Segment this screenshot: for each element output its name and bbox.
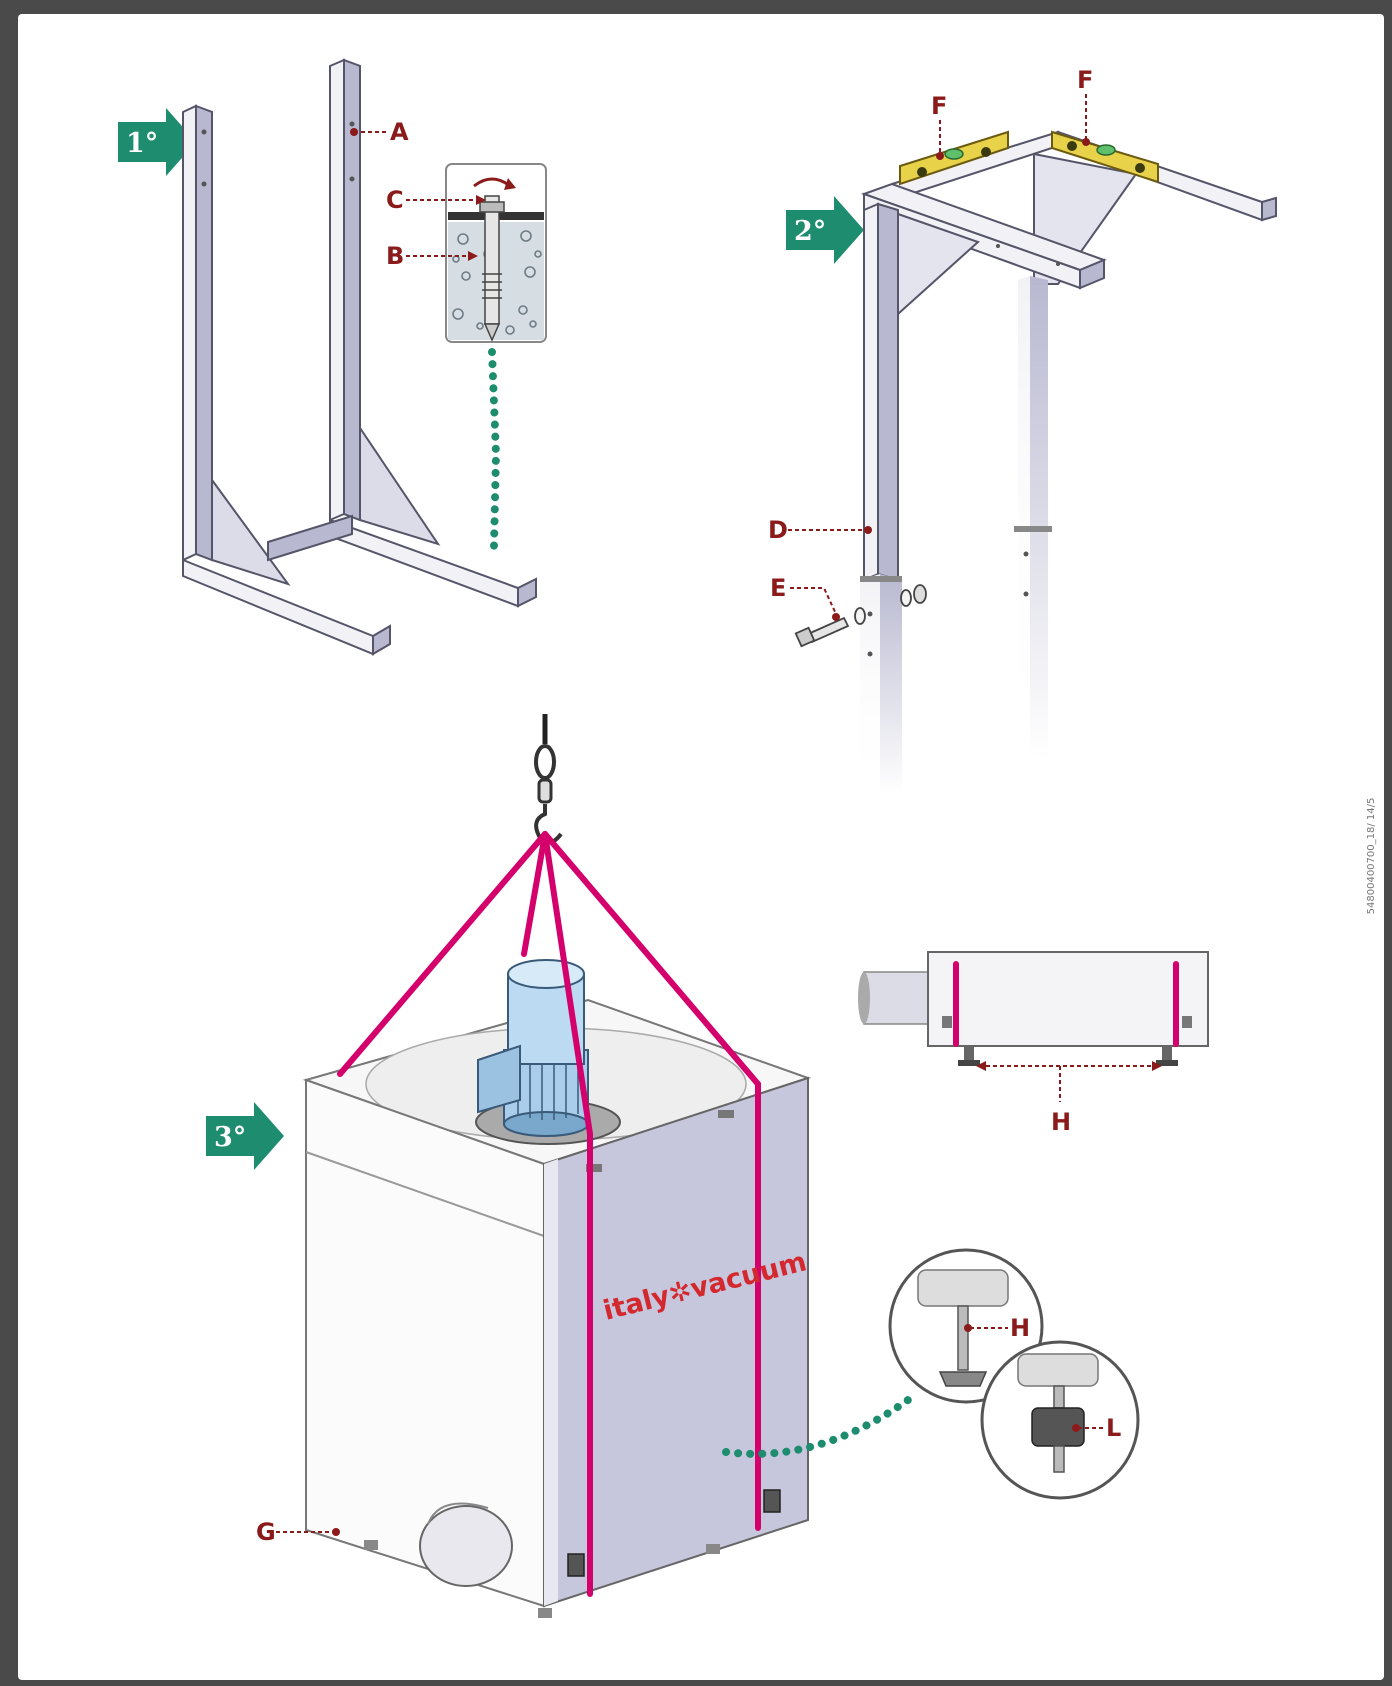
bolt-kit bbox=[794, 584, 927, 648]
spirit-level-right bbox=[1051, 130, 1159, 184]
overhead-frame bbox=[860, 130, 1277, 794]
callout-a: A bbox=[390, 118, 409, 146]
callout-h-foot: H bbox=[1010, 1314, 1030, 1342]
callout-h-base: H bbox=[1051, 1108, 1071, 1136]
crane-hook-icon bbox=[534, 714, 563, 845]
base-side-view bbox=[858, 951, 1209, 1066]
callout-e: E bbox=[770, 574, 786, 602]
step-1-badge: 1° bbox=[118, 108, 196, 176]
anti-vibration-mount-detail bbox=[980, 1340, 1140, 1500]
step-2-badge: 2° bbox=[786, 196, 864, 264]
step-3-badge: 3° bbox=[206, 1102, 284, 1170]
step-arrow-icon bbox=[118, 108, 196, 176]
document-code: 54800400700_18/ 14/5 bbox=[1366, 798, 1377, 915]
step-arrow-icon bbox=[206, 1102, 284, 1170]
callout-f-left: F bbox=[931, 92, 947, 120]
step-arrow-icon bbox=[786, 196, 864, 264]
floor-stand bbox=[182, 58, 537, 656]
lifting-straps bbox=[337, 831, 761, 1597]
instruction-sheet: 1° bbox=[18, 14, 1384, 1680]
callout-c: C bbox=[386, 186, 404, 214]
installation-diagram: 1° bbox=[118, 58, 1377, 1618]
step-2-label: 2° bbox=[794, 216, 826, 247]
step-1-label: 1° bbox=[126, 128, 158, 159]
callout-l: L bbox=[1106, 1414, 1121, 1442]
callout-g: G bbox=[256, 1518, 276, 1546]
step-3-label: 3° bbox=[214, 1122, 246, 1153]
callout-d: D bbox=[768, 516, 788, 544]
anchor-detail bbox=[445, 163, 547, 343]
callout-f-right: F bbox=[1077, 66, 1093, 94]
spirit-level-left bbox=[899, 130, 1009, 186]
callout-b: B bbox=[386, 242, 404, 270]
